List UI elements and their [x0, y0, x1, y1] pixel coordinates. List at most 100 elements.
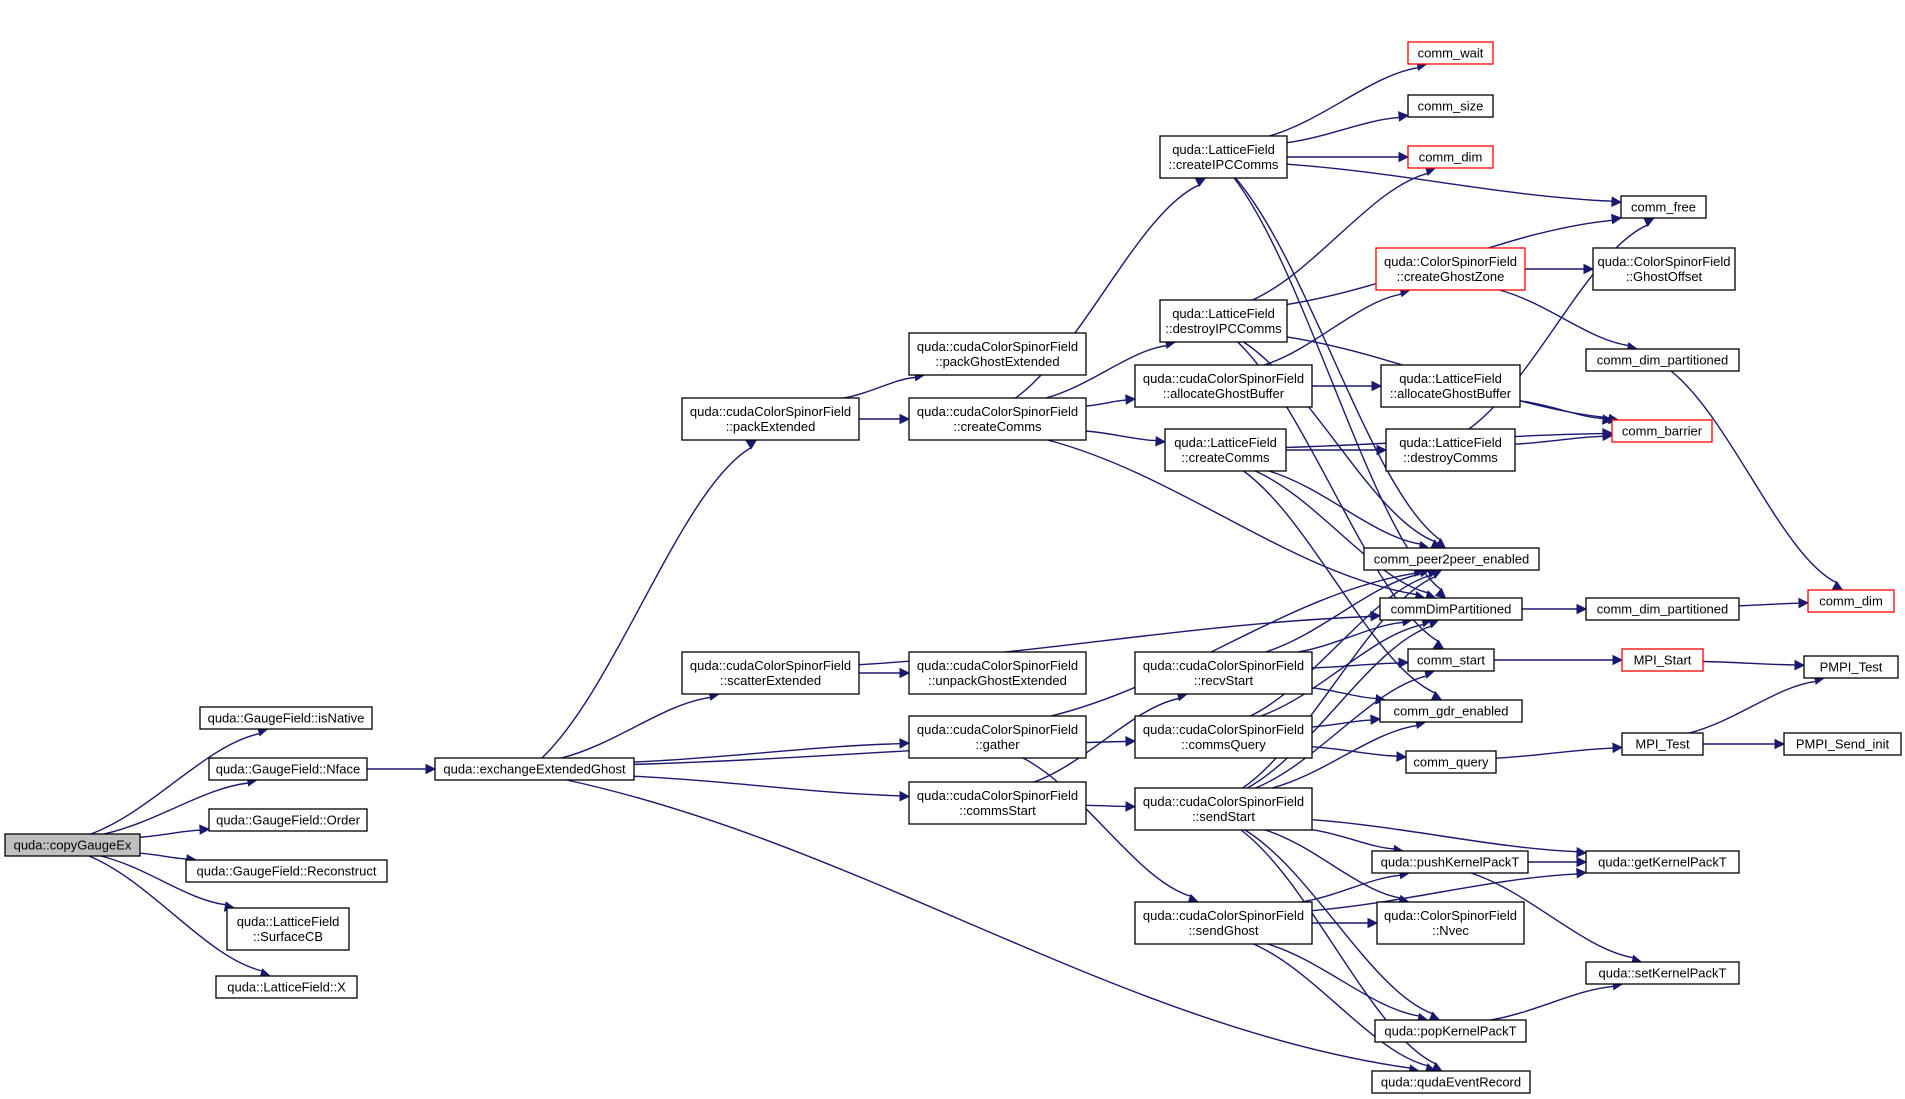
graph-node-box: [1407, 648, 1495, 672]
graph-node-gather[interactable]: quda::cudaColorSpinorField::gather: [908, 715, 1087, 759]
graph-node-comm_query[interactable]: comm_query: [1405, 750, 1497, 774]
graph-node-comm_gdr_enabled[interactable]: comm_gdr_enabled: [1379, 699, 1523, 723]
graph-node-comm_peer2peer_enabled[interactable]: comm_peer2peer_enabled: [1363, 547, 1540, 571]
call-edge-recvStart-to-comm_gdr_enabled: [1311, 687, 1387, 705]
graph-node-comm_barrier[interactable]: comm_barrier: [1611, 419, 1713, 443]
graph-node-PMPI_Send_init[interactable]: PMPI_Send_init: [1783, 732, 1902, 756]
graph-node-setKernelPackT[interactable]: quda::setKernelPackT: [1585, 961, 1740, 985]
graph-node-GhostOffset[interactable]: quda::ColorSpinorField::GhostOffset: [1592, 247, 1736, 291]
graph-node-label: ::sendGhost: [1188, 923, 1258, 938]
call-edge-sendStart-to-getKernelPackT: [1311, 819, 1588, 858]
graph-node-commDimPartitioned[interactable]: commDimPartitioned: [1379, 597, 1523, 621]
graph-node-recvStart[interactable]: quda::cudaColorSpinorField::recvStart: [1134, 651, 1313, 695]
graph-node-comm_free[interactable]: comm_free: [1620, 195, 1707, 219]
graph-node-comm_size[interactable]: comm_size: [1407, 94, 1494, 118]
graph-node-createCommsLF[interactable]: quda::LatticeField::createComms: [1164, 428, 1287, 472]
graph-node-box: [1379, 597, 1523, 621]
graph-node-box: [1592, 247, 1736, 291]
call-edge-scatterExtended-to-unpackGhostExtended: [859, 667, 911, 679]
call-edge-comm_query-to-MPI_Test: [1495, 742, 1624, 759]
call-edge-comm_dim_partitioned_a-to-comm_dim_far: [1670, 370, 1844, 591]
call-edge-copyGaugeEx-to-Order: [139, 824, 211, 838]
graph-node-createIPCComms[interactable]: quda::LatticeField::createIPCComms: [1159, 135, 1288, 179]
graph-node-label: quda::cudaColorSpinorField: [917, 339, 1078, 354]
graph-node-label: ::recvStart: [1194, 673, 1254, 688]
call-edge-gather-to-sendGhost: [1022, 757, 1200, 904]
graph-node-LF_X[interactable]: quda::LatticeField::X: [215, 975, 358, 999]
graph-node-commsQuery[interactable]: quda::cudaColorSpinorField::commsQuery: [1134, 715, 1313, 759]
graph-node-isNative[interactable]: quda::GaugeField::isNative: [199, 706, 373, 730]
graph-node-scatterExtended[interactable]: quda::cudaColorSpinorField::scatterExten…: [681, 651, 860, 695]
graph-node-SurfaceCB[interactable]: quda::LatticeField::SurfaceCB: [226, 907, 350, 951]
graph-node-label: ::allocateGhostBuffer: [1163, 386, 1285, 401]
call-edge-exchangeExtendedGhost-to-commsStart: [633, 775, 911, 802]
graph-node-label: ::sendStart: [1192, 809, 1255, 824]
call-edge-createCommsLF-to-destroyComms: [1285, 444, 1388, 456]
graph-node-allocateGhostBufferLF[interactable]: quda::LatticeField::allocateGhostBuffer: [1380, 364, 1521, 408]
graph-node-Order[interactable]: quda::GaugeField::Order: [208, 808, 368, 832]
graph-node-box: [1585, 961, 1740, 985]
graph-node-PMPI_Test[interactable]: PMPI_Test: [1803, 655, 1899, 679]
graph-node-comm_dim_far[interactable]: comm_dim: [1807, 589, 1895, 613]
call-edge-Nface-to-exchangeExtendedGhost: [366, 763, 437, 775]
graph-node-comm_dim_partitioned_b[interactable]: comm_dim_partitioned: [1585, 597, 1740, 621]
graph-node-copyGaugeEx[interactable]: quda::copyGaugeEx: [4, 833, 141, 857]
graph-node-label: PMPI_Test: [1820, 660, 1883, 675]
graph-node-label: ::SurfaceCB: [253, 929, 323, 944]
graph-node-label: quda::LatticeField::X: [227, 980, 346, 995]
graph-node-comm_wait[interactable]: comm_wait: [1407, 41, 1494, 65]
call-edge-comm_dim_partitioned_b-to-comm_dim_far: [1738, 597, 1810, 609]
graph-node-Reconstruct[interactable]: quda::GaugeField::Reconstruct: [185, 859, 388, 883]
graph-node-box: [1585, 850, 1740, 874]
graph-node-Nvec[interactable]: quda::ColorSpinorField::Nvec: [1376, 901, 1525, 945]
call-edge-commDimPartitioned-to-comm_dim_partitioned_b: [1521, 603, 1588, 615]
graph-node-destroyComms[interactable]: quda::LatticeField::destroyComms: [1385, 428, 1516, 472]
graph-node-packGhostExtended[interactable]: quda::cudaColorSpinorField::packGhostExt…: [908, 332, 1087, 376]
graph-node-box: [1134, 364, 1313, 408]
graph-node-MPI_Test[interactable]: MPI_Test: [1621, 732, 1704, 756]
graph-node-label: comm_dim_partitioned: [1597, 602, 1729, 617]
graph-node-label: comm_peer2peer_enabled: [1374, 552, 1529, 567]
graph-node-unpackGhostExtended[interactable]: quda::cudaColorSpinorField::unpackGhostE…: [908, 651, 1087, 695]
graph-node-label: quda::LatticeField: [1172, 306, 1275, 321]
graph-node-label: quda::GaugeField::Order: [216, 813, 360, 828]
graph-node-box: [1380, 364, 1521, 408]
graph-node-commsStart[interactable]: quda::cudaColorSpinorField::commsStart: [908, 781, 1087, 825]
graph-node-MPI_Start[interactable]: MPI_Start: [1621, 648, 1704, 672]
graph-node-sendStart[interactable]: quda::cudaColorSpinorField::sendStart: [1134, 787, 1313, 831]
graph-node-box: [1405, 750, 1497, 774]
graph-node-label: comm_dim: [1819, 594, 1883, 609]
graph-node-label: quda::LatticeField: [237, 914, 340, 929]
graph-node-label: quda::cudaColorSpinorField: [917, 658, 1078, 673]
graph-node-box: [226, 907, 350, 951]
graph-node-exchangeExtendedGhost[interactable]: quda::exchangeExtendedGhost: [434, 757, 635, 781]
call-edge-pushKernelPackT-to-getKernelPackT: [1528, 856, 1588, 868]
graph-node-popKernelPackT[interactable]: quda::popKernelPackT: [1374, 1019, 1527, 1043]
graph-node-label: quda::GaugeField::Reconstruct: [197, 864, 377, 879]
call-edge-createIPCComms-to-comm_wait: [1269, 60, 1428, 137]
graph-node-box: [1363, 547, 1540, 571]
graph-node-createCommsCS[interactable]: quda::cudaColorSpinorField::createComms: [908, 397, 1087, 441]
call-edge-sendGhost-to-pushKernelPackT: [1301, 868, 1411, 903]
graph-node-allocateGhostBufferCS[interactable]: quda::cudaColorSpinorField::allocateGhos…: [1134, 364, 1313, 408]
graph-node-label: quda::LatticeField: [1174, 435, 1277, 450]
graph-node-comm_start[interactable]: comm_start: [1407, 648, 1495, 672]
graph-node-box: [185, 859, 388, 883]
graph-node-sendGhost[interactable]: quda::cudaColorSpinorField::sendGhost: [1134, 901, 1313, 945]
graph-node-destroyIPCComms[interactable]: quda::LatticeField::destroyIPCComms: [1159, 299, 1288, 343]
graph-node-qudaEventRecord[interactable]: quda::qudaEventRecord: [1371, 1070, 1531, 1094]
graph-node-getKernelPackT[interactable]: quda::getKernelPackT: [1585, 850, 1740, 874]
call-edge-exchangeExtendedGhost-to-gather: [633, 738, 911, 763]
graph-node-label: quda::copyGaugeEx: [14, 838, 132, 853]
graph-node-label: quda::ColorSpinorField: [1384, 908, 1517, 923]
graph-node-label: quda::getKernelPackT: [1598, 855, 1727, 870]
graph-node-createGhostZone[interactable]: quda::ColorSpinorField::createGhostZone: [1375, 247, 1526, 291]
graph-node-packExtended[interactable]: quda::cudaColorSpinorField::packExtended: [681, 397, 860, 441]
graph-node-comm_dim_partitioned_a[interactable]: comm_dim_partitioned: [1585, 348, 1740, 372]
graph-node-box: [1371, 850, 1529, 874]
graph-node-label: ::commsQuery: [1181, 737, 1266, 752]
graph-node-Nface[interactable]: quda::GaugeField::Nface: [208, 757, 368, 781]
graph-node-label: ::createGhostZone: [1397, 269, 1505, 284]
graph-node-comm_dim_red[interactable]: comm_dim: [1407, 145, 1494, 169]
graph-node-pushKernelPackT[interactable]: quda::pushKernelPackT: [1371, 850, 1529, 874]
